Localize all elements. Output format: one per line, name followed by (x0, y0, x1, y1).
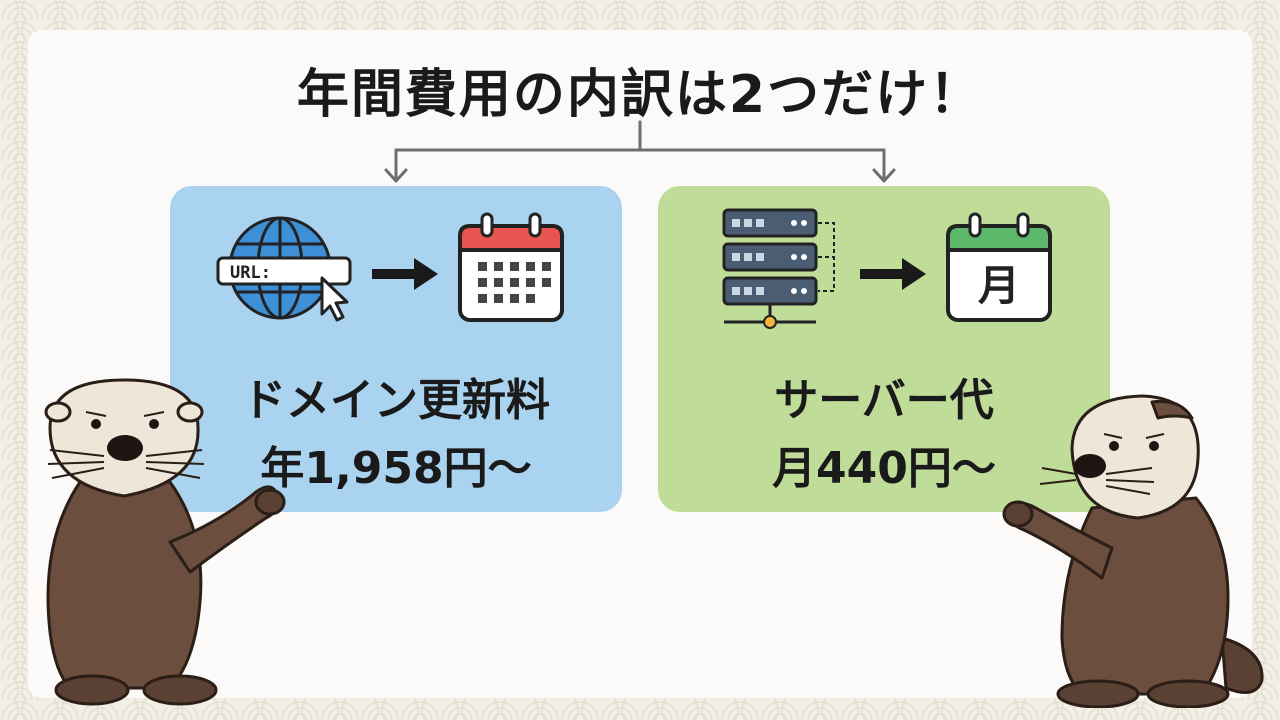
server-rack-icon (722, 208, 835, 329)
calendar-month-glyph: 月 (978, 261, 1020, 310)
url-text: URL: (230, 263, 271, 283)
page-title: 年間費用の内訳は2つだけ！ (296, 65, 984, 125)
calendar-icon (458, 212, 564, 322)
otter-right-illustration (1002, 394, 1264, 708)
server-fee-label: サーバー代 (774, 375, 994, 426)
arrow-right-icon (372, 258, 438, 290)
domain-renewal-label: ドメイン更新料 (242, 375, 550, 426)
globe-url-cursor-icon: URL: (216, 216, 352, 322)
domain-renewal-price: 年1,958円〜 (260, 443, 532, 494)
arrow-right-icon-2 (860, 258, 926, 290)
server-fee-price: 月440円〜 (772, 443, 996, 494)
otter-left-illustration (44, 378, 286, 706)
calendar-month-icon: 月 (946, 212, 1052, 322)
